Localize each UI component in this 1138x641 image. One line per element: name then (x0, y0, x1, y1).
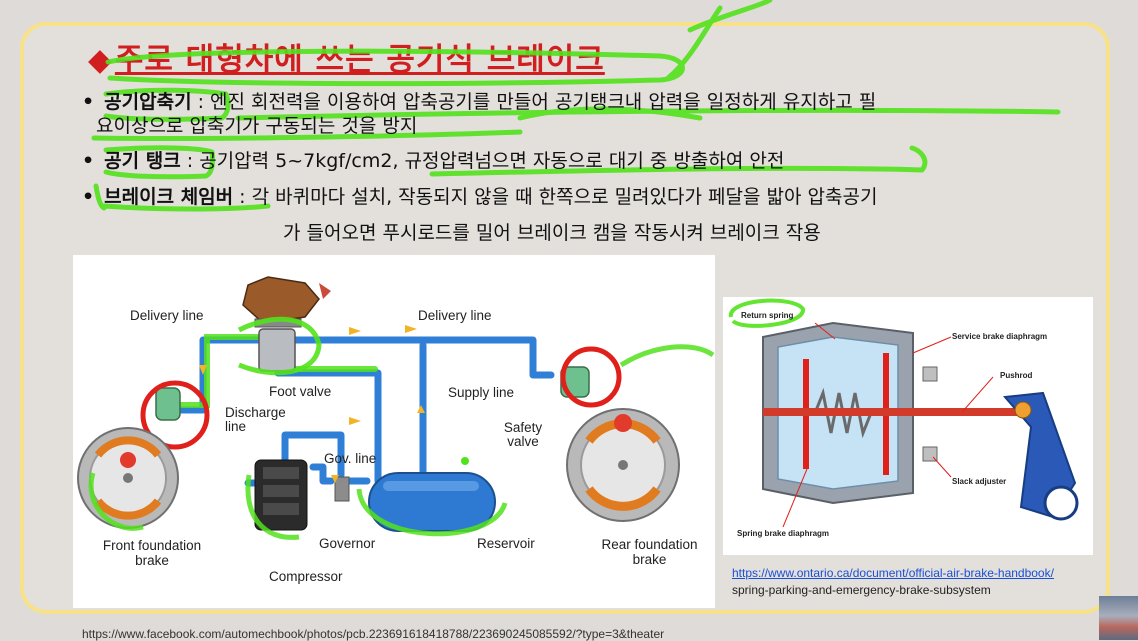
ontario-handbook-subpath: spring-parking-and-emergency-brake-subsy… (732, 583, 991, 597)
label-compressor: Compressor (269, 569, 343, 584)
bullet-text: 요이상으로 압축기가 구동되는 것을 방지 (96, 115, 418, 137)
bullet-dot-icon: • (82, 91, 95, 113)
label-discharge-line: Discharge line (225, 405, 286, 434)
bullet-air-tank: • 공기 탱크 : 공기압력 5~7kgf/cm2, 규정압력넘으면 자동으로 대… (82, 148, 784, 175)
spring-brake-chamber-diagram: Return spring Service brake diaphragm Pu… (723, 297, 1093, 555)
bullet-term: 브레이크 체임버 (104, 186, 234, 208)
bullet-text: 각 바퀴마다 설치, 작동되지 않을 때 한쪽으로 밀려있다가 페달을 밟아 압… (251, 186, 878, 208)
front-brake-chamber-icon (155, 387, 181, 421)
label-gov-line: Gov. line (324, 451, 377, 466)
label-safety-valve: Safety valve (503, 420, 543, 449)
label-return-spring: Return spring (741, 311, 794, 320)
slide-title: ◆주로 대형차에 쓰는 공기식 브레이크 (88, 34, 605, 79)
label-slack-adjuster: Slack adjuster (952, 477, 1007, 486)
bullet-term: 공기 탱크 (104, 150, 181, 172)
bullet-text: 공기압력 5~7kgf/cm2, 규정압력넘으면 자동으로 대기 중 방출하여 … (199, 150, 785, 172)
bullet-brake-chamber: • 브레이크 체임버 : 각 바퀴마다 설치, 작동되지 않을 때 한쪽으로 밀려… (82, 184, 877, 211)
label-governor: Governor (319, 536, 376, 551)
air-brake-system-diagram: Delivery line Delivery line Foot valve D… (73, 255, 715, 608)
bullet-dot-icon: • (82, 150, 95, 172)
presenter-thumbnail (1099, 596, 1138, 640)
bullet-term: 공기압축기 (104, 91, 192, 113)
source-url: https://www.facebook.com/automechbook/ph… (82, 627, 665, 641)
label-front-foundation-brake: Front foundation brake (102, 538, 202, 568)
label-supply-line: Supply line (448, 385, 515, 400)
ontario-handbook-link[interactable]: https://www.ontario.ca/document/official… (732, 566, 1054, 580)
bullet-text: 엔진 회전력을 이용하여 압축공기를 만들어 공기탱크내 압력을 일정하게 유지… (210, 91, 877, 113)
spring-brake-chamber-illustration (729, 298, 1079, 528)
reservoir-tank-icon (368, 472, 496, 532)
label-pushrod: Pushrod (1000, 371, 1033, 380)
bullet-air-compressor: • 공기압축기 : 엔진 회전력을 이용하여 압축공기를 만들어 공기탱크내 압력… (82, 89, 876, 116)
bullet-air-compressor-line2: 요이상으로 압축기가 구동되는 것을 방지 (96, 113, 417, 140)
label-delivery-line-left: Delivery line (130, 308, 204, 323)
label-reservoir: Reservoir (477, 536, 535, 551)
bullet-brake-chamber-line2: 가 들어오면 푸시로드를 밀어 브레이크 캠을 작동시켜 브레이크 작용 (283, 220, 821, 247)
bullet-separator: : (191, 91, 211, 113)
diamond-bullet-icon: ◆ (88, 42, 113, 78)
label-spring-brake-diaphragm: Spring brake diaphragm (737, 529, 830, 538)
foot-valve-icon (258, 328, 296, 372)
bullet-separator: : (233, 186, 252, 208)
rear-brake-drum-icon (566, 408, 680, 522)
compressor-icon (254, 459, 308, 531)
slide-title-text: 주로 대형차에 쓰는 공기식 브레이크 (114, 42, 605, 78)
bullet-dot-icon: • (82, 186, 95, 208)
bullet-separator: : (180, 150, 200, 172)
label-delivery-line-right: Delivery line (418, 308, 492, 323)
label-rear-foundation-brake: Rear foundation brake (601, 537, 698, 567)
air-brake-system-illustration (77, 276, 715, 540)
label-foot-valve: Foot valve (269, 384, 332, 399)
governor-icon (334, 476, 350, 502)
label-service-brake-diaphragm: Service brake diaphragm (952, 332, 1048, 341)
bullet-text: 가 들어오면 푸시로드를 밀어 브레이크 캠을 작동시켜 브레이크 작용 (283, 222, 821, 244)
